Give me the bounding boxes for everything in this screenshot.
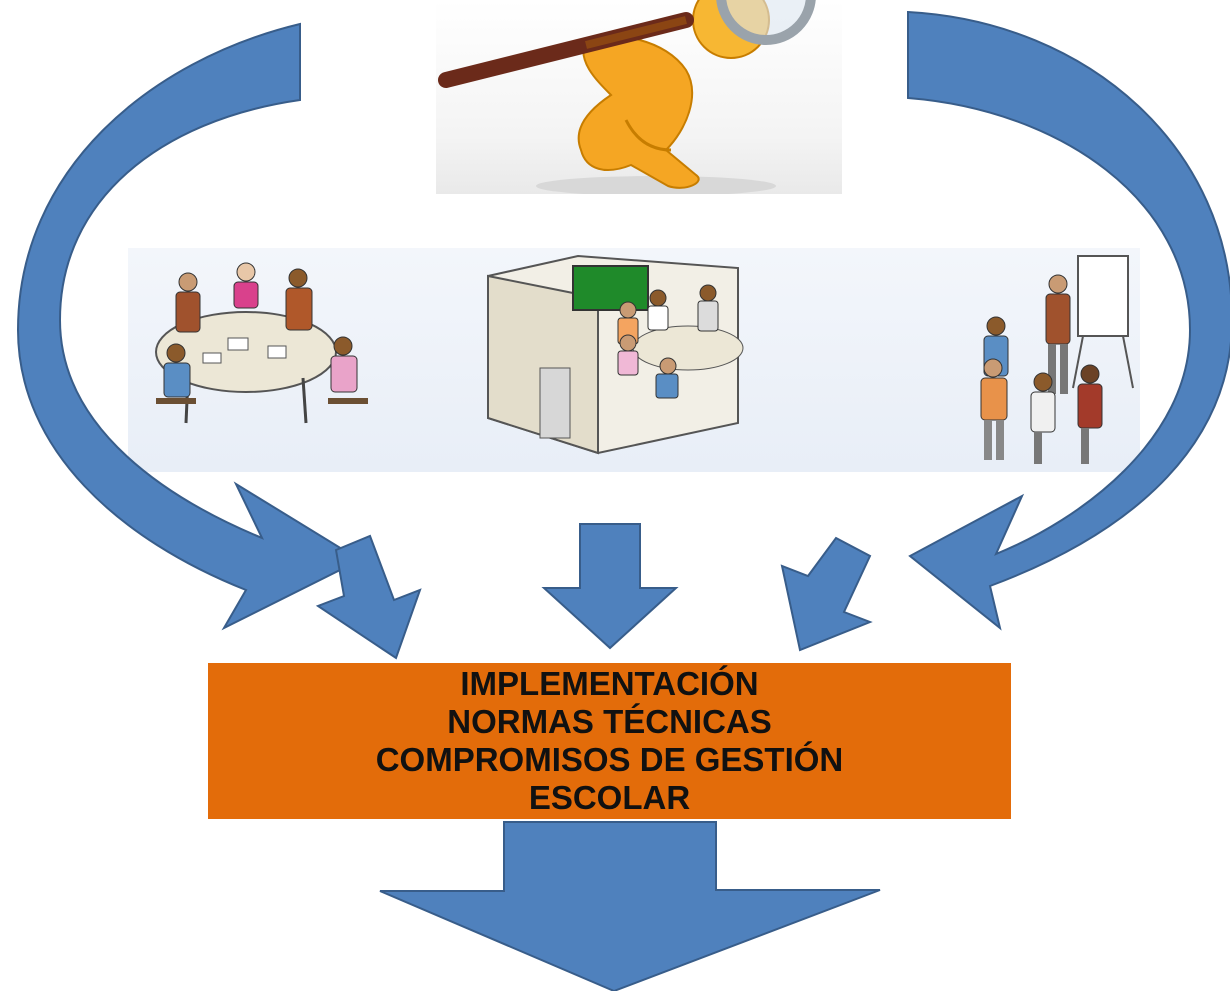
box-line-2: NORMAS TÉCNICAS — [447, 703, 772, 740]
box-line-4: ESCOLAR — [528, 779, 691, 816]
box-line-1: IMPLEMENTACIÓN — [460, 665, 759, 702]
implementation-box: IMPLEMENTACIÓN NORMAS TÉCNICAS COMPROMIS… — [208, 663, 1011, 819]
bottom-down-arrow — [379, 821, 881, 991]
magnifying-glass-figure-image — [436, 0, 842, 194]
illustration-strip — [128, 248, 1140, 472]
down-arrow-left — [315, 534, 422, 660]
meeting-round-table-image — [155, 254, 1134, 464]
down-arrow-right — [780, 536, 873, 652]
right-curved-arrow — [907, 10, 1230, 631]
down-arrow-center — [541, 523, 679, 650]
left-curved-arrow — [16, 22, 363, 631]
box-line-3: COMPROMISOS DE GESTIÓN — [375, 741, 844, 778]
